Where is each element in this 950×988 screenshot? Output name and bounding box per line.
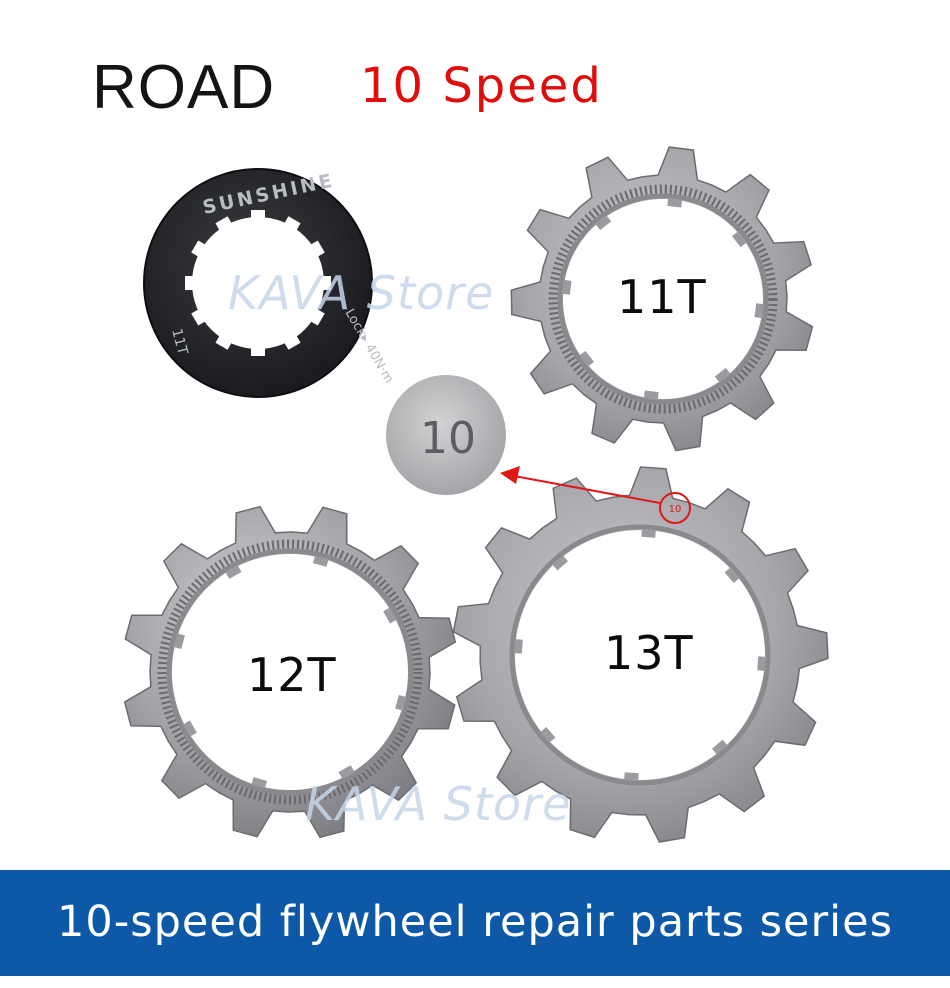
cog-serration xyxy=(157,539,423,805)
highlight-circle-text: 10 xyxy=(669,504,682,515)
cog-hole xyxy=(172,554,408,790)
cog-spline xyxy=(641,528,656,538)
cog-hole xyxy=(515,530,765,780)
gear-label-12t: 12T xyxy=(247,648,337,702)
cog-11t xyxy=(510,146,814,452)
cog-inner-edge xyxy=(557,193,769,405)
watermark-top: KAVA Store xyxy=(228,266,495,320)
pointer-line xyxy=(513,475,661,504)
cog-spline xyxy=(540,726,556,743)
cog-spline xyxy=(395,694,407,711)
cog-spline xyxy=(624,772,639,782)
cog-spline xyxy=(757,656,767,671)
cog-13t xyxy=(452,466,829,843)
cog-spline xyxy=(225,564,242,579)
cog-spline xyxy=(561,279,572,295)
cog-inner-edge xyxy=(166,548,414,796)
cog-spline xyxy=(724,567,740,584)
cog-spline xyxy=(552,555,569,571)
pointer-arrowhead xyxy=(500,466,520,484)
cog-spline xyxy=(595,215,612,231)
cog-spline xyxy=(173,633,185,650)
cog-spline xyxy=(338,765,355,780)
cog-spline xyxy=(312,555,329,567)
cog-spline xyxy=(667,197,683,208)
watermark-bottom: KAVA Store xyxy=(305,777,572,831)
highlight-pointer: 10 xyxy=(500,466,691,524)
category-title: ROAD xyxy=(92,53,276,122)
cog-spline xyxy=(731,231,747,248)
cog-spline xyxy=(754,303,765,319)
cog-spline xyxy=(513,639,523,654)
cog-inner-edge xyxy=(509,524,771,786)
cog-spline xyxy=(579,350,595,367)
speed-title: 10 Speed xyxy=(360,58,603,114)
cog-spline xyxy=(643,390,659,401)
lockring-teeth-mark: 11T xyxy=(168,327,190,357)
cog-serration xyxy=(548,184,778,414)
cog-spline xyxy=(383,607,398,624)
cog-spline xyxy=(711,739,728,755)
cog-spline xyxy=(714,367,731,383)
gear-label-11t: 11T xyxy=(617,270,707,324)
bottom-banner: 10-speed flywheel repair parts series xyxy=(0,870,950,976)
banner-text: 10-speed flywheel repair parts series xyxy=(56,897,893,947)
bottom-strip xyxy=(0,976,950,988)
cog-hole xyxy=(563,199,763,399)
highlight-circle xyxy=(659,492,691,524)
zoom-badge: 10 xyxy=(386,375,506,495)
cog-spline xyxy=(251,777,268,789)
cog-12t xyxy=(123,505,457,839)
gear-label-13t: 13T xyxy=(604,626,694,680)
cog-spline xyxy=(182,720,197,737)
zoom-badge-text: 10 xyxy=(420,413,476,464)
